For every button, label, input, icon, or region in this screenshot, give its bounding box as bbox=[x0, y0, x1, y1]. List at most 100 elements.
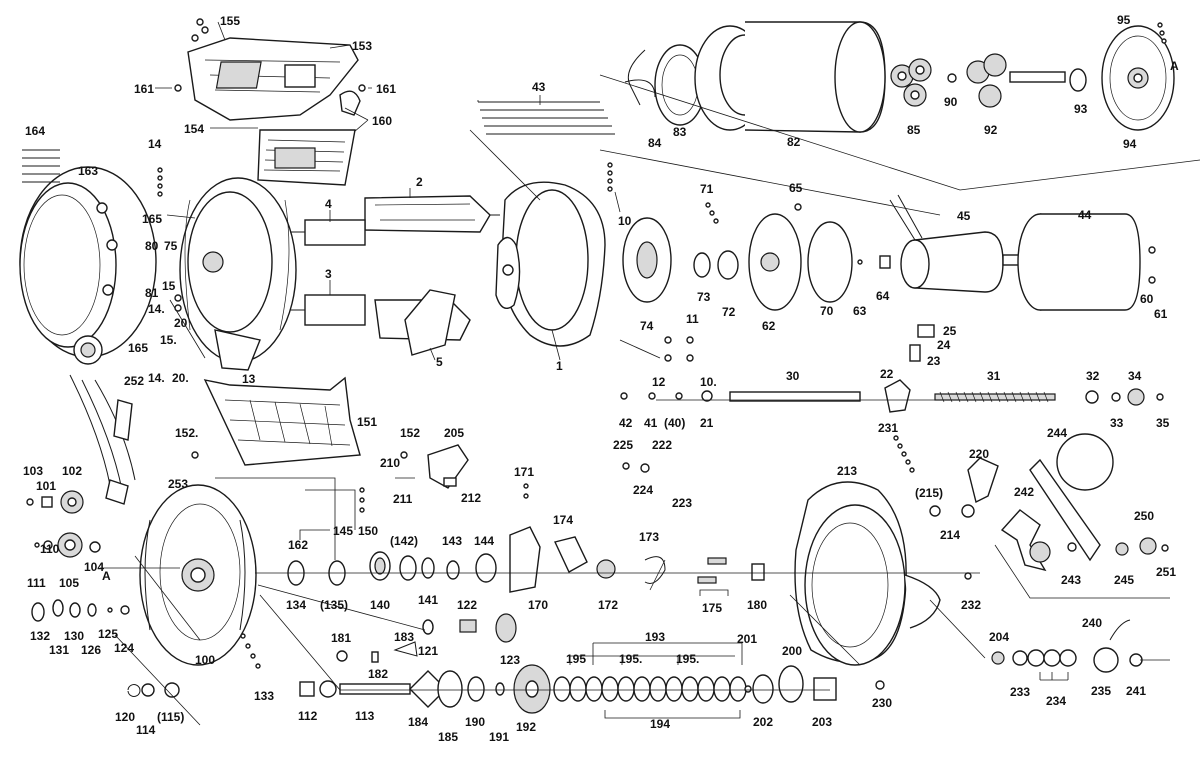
plate-62 bbox=[748, 213, 891, 311]
label-61: 61 bbox=[1154, 307, 1168, 321]
label-133: 133 bbox=[254, 689, 274, 703]
label-11: 11 bbox=[686, 312, 699, 326]
label-30: 30 bbox=[786, 369, 800, 383]
label-223: 223 bbox=[672, 496, 692, 510]
label-191: 191 bbox=[489, 730, 509, 744]
label-225: 225 bbox=[613, 438, 633, 452]
label-140: 140 bbox=[370, 598, 390, 612]
label-21: 21 bbox=[700, 416, 714, 430]
leader-lines bbox=[100, 21, 1200, 726]
label-121: 121 bbox=[418, 644, 438, 658]
label-143: 143 bbox=[442, 534, 462, 548]
label-85: 85 bbox=[907, 123, 921, 137]
illustration bbox=[19, 18, 1200, 726]
side-cover-163 bbox=[19, 149, 157, 365]
label-20-dot: 20. bbox=[172, 371, 189, 385]
label-163: 163 bbox=[78, 164, 98, 178]
gears-85-92 bbox=[890, 53, 1087, 108]
label-65: 65 bbox=[789, 181, 803, 195]
label-134: 134 bbox=[286, 598, 306, 612]
label-252: 252 bbox=[124, 374, 144, 388]
label-43: 43 bbox=[532, 80, 546, 94]
label-114: 114 bbox=[136, 723, 156, 737]
label-25: 25 bbox=[943, 324, 957, 338]
label-35: 35 bbox=[1156, 416, 1170, 430]
label-172: 172 bbox=[598, 598, 618, 612]
label-241: 241 bbox=[1126, 684, 1146, 698]
label-132: 132 bbox=[30, 629, 50, 643]
label-44: 44 bbox=[1078, 208, 1092, 222]
housing-213 bbox=[794, 457, 999, 690]
label-a-left: A bbox=[102, 569, 111, 583]
label-141: 141 bbox=[418, 593, 438, 607]
label-200: 200 bbox=[782, 644, 802, 658]
label-31: 31 bbox=[987, 369, 1001, 383]
label-233: 233 bbox=[1010, 685, 1030, 699]
label-13: 13 bbox=[242, 372, 256, 386]
label-232: 232 bbox=[961, 598, 981, 612]
label-111: 111 bbox=[27, 576, 46, 590]
label-120: 120 bbox=[115, 710, 135, 724]
label-155: 155 bbox=[220, 14, 240, 28]
label-92: 92 bbox=[984, 123, 998, 137]
label-75: 75 bbox=[164, 239, 178, 253]
label-184: 184 bbox=[408, 715, 428, 729]
label-10: 10 bbox=[618, 214, 632, 228]
label-222: 222 bbox=[652, 438, 672, 452]
label-164: 164 bbox=[25, 124, 45, 138]
label-103: 103 bbox=[23, 464, 43, 478]
label-235: 235 bbox=[1091, 684, 1111, 698]
label-182: 182 bbox=[368, 667, 388, 681]
label-113: 113 bbox=[355, 709, 375, 723]
label-1: 1 bbox=[556, 359, 563, 373]
label-a-top: A bbox=[1170, 59, 1179, 73]
label-204: 204 bbox=[989, 630, 1009, 644]
label-211: 211 bbox=[393, 492, 413, 506]
label-144: 144 bbox=[474, 534, 494, 548]
label-3: 3 bbox=[325, 267, 332, 281]
label-42: 42 bbox=[619, 416, 633, 430]
label-151: 151 bbox=[357, 415, 377, 429]
label-253: 253 bbox=[168, 477, 188, 491]
label-82: 82 bbox=[787, 135, 801, 149]
label-126: 126 bbox=[81, 643, 101, 657]
label-243: 243 bbox=[1061, 573, 1081, 587]
label-231: 231 bbox=[878, 421, 898, 435]
label-125: 125 bbox=[98, 627, 118, 641]
label-224: 224 bbox=[633, 483, 653, 497]
label-180: 180 bbox=[747, 598, 767, 612]
label-194: 194 bbox=[650, 717, 670, 731]
label-135-paren: (135) bbox=[320, 598, 348, 612]
label-205: 205 bbox=[444, 426, 464, 440]
end-plate-94 bbox=[1101, 25, 1175, 131]
label-40-paren: (40) bbox=[664, 416, 685, 430]
label-213: 213 bbox=[837, 464, 857, 478]
label-14-dot: 14. bbox=[148, 302, 165, 316]
label-175: 175 bbox=[702, 601, 722, 615]
frame-13 bbox=[174, 177, 297, 371]
label-201: 201 bbox=[737, 632, 757, 646]
label-105: 105 bbox=[59, 576, 79, 590]
label-32: 32 bbox=[1086, 369, 1100, 383]
label-34: 34 bbox=[1128, 369, 1142, 383]
label-185: 185 bbox=[438, 730, 458, 744]
label-110: 110 bbox=[40, 542, 60, 556]
label-202: 202 bbox=[753, 715, 773, 729]
handle-assembly bbox=[1000, 433, 1169, 572]
label-45: 45 bbox=[957, 209, 971, 223]
label-251: 251 bbox=[1156, 565, 1176, 579]
lower-right-bearings bbox=[991, 619, 1143, 673]
label-100: 100 bbox=[195, 653, 215, 667]
label-112: 112 bbox=[298, 709, 318, 723]
label-153: 153 bbox=[352, 39, 372, 53]
label-245: 245 bbox=[1114, 573, 1134, 587]
label-102: 102 bbox=[62, 464, 82, 478]
label-203: 203 bbox=[812, 715, 832, 729]
label-123: 123 bbox=[500, 653, 520, 667]
label-15-dot: 15. bbox=[160, 333, 177, 347]
label-161-right: 161 bbox=[376, 82, 396, 96]
switch-assembly bbox=[69, 374, 469, 505]
label-81: 81 bbox=[145, 286, 159, 300]
label-174: 174 bbox=[553, 513, 573, 527]
